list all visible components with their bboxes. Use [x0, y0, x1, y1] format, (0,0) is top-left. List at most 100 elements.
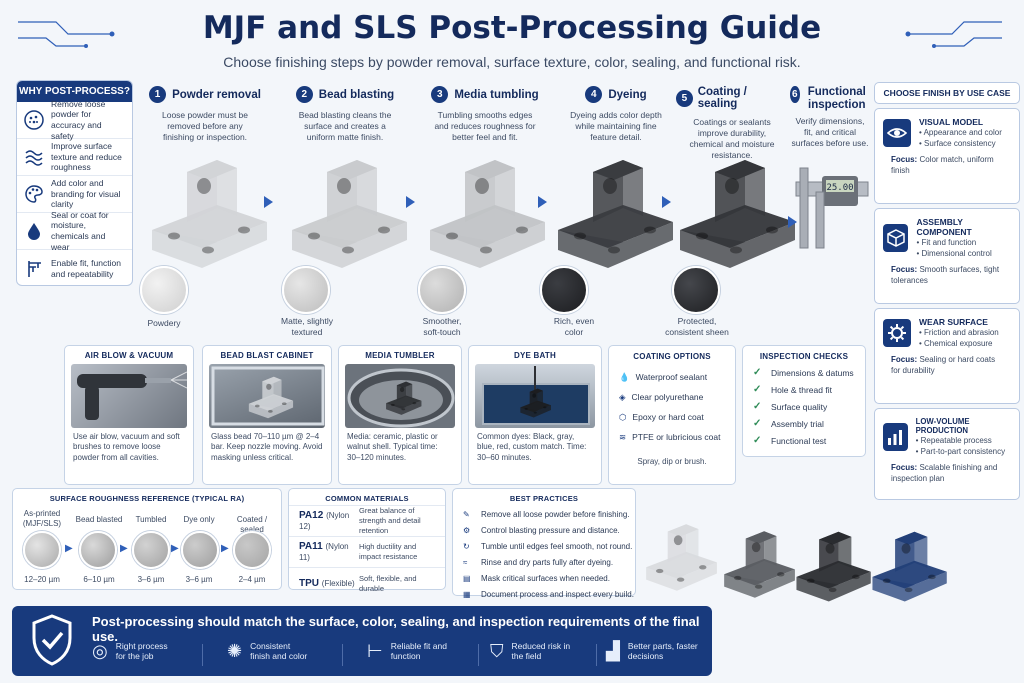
use-case-bullet: • Fit and function [916, 238, 977, 247]
step-media-tumbling: 3 Media tumbling Tumbling smooths edges … [420, 86, 550, 143]
why-item: Improve surface texture and reduce rough… [17, 139, 132, 176]
part-black [790, 512, 874, 616]
inspection-check: ✓Surface quality [753, 401, 828, 412]
coating-option: ⬡Epoxy or hard coat [619, 411, 704, 423]
use-case-bullet: • Friction and abrasion [919, 328, 999, 337]
brush-icon: ✎ [463, 509, 470, 519]
roughness-label: Dye only [183, 515, 215, 524]
card-media-tumbler: MEDIA TUMBLER Media: ceramic, plastic or… [338, 345, 462, 485]
part-as-printed [142, 150, 272, 270]
check-icon: ✓ [753, 367, 762, 378]
why-item-text: Remove loose powder for accuracy and saf… [51, 98, 106, 141]
roughness-title: SURFACE ROUGHNESS REFERENCE (TYPICAL RA) [49, 494, 245, 503]
growth-chart-icon: ▟ [606, 641, 620, 661]
swatch-dyed [540, 266, 588, 314]
why-item: Enable fit, function and repeatability [17, 250, 132, 287]
arrow-right-icon [538, 196, 547, 208]
roughness-label: Coated / sealed [236, 515, 268, 534]
arrow-right-icon [264, 196, 273, 208]
step-coating-sealing: 5 Coating / sealing Coatings or sealants… [676, 86, 788, 161]
card-title: INSPECTION CHECKS [759, 352, 849, 361]
why-post-process-panel: WHY POST-PROCESS? Remove loose powder fo… [16, 80, 133, 286]
tumbler-image [345, 364, 455, 428]
palette-icon: ✺ [227, 641, 243, 661]
check-icon: ✓ [753, 401, 762, 412]
droplet-icon [23, 220, 45, 242]
why-item-text: Add color and branding for visual clarit… [51, 178, 121, 210]
use-case-focus: Focus: Sealing or hard coats for durabil… [891, 355, 996, 376]
step-title: Media tumbling [454, 88, 539, 101]
eye-icon [883, 119, 911, 148]
card-inspection-checks: INSPECTION CHECKS ✓Dimensions & datums ✓… [742, 345, 866, 457]
use-case-visual-model: VISUAL MODEL • Appearance and color • Su… [874, 108, 1020, 204]
step-title: Functional inspection [807, 86, 866, 111]
step-title: Bead blasting [318, 88, 395, 101]
layers-icon: ◈ [619, 391, 626, 402]
roughness-reference-panel: SURFACE ROUGHNESS REFERENCE (TYPICAL RA)… [12, 488, 282, 590]
step-description: Dyeing adds color depth while maintainin… [570, 110, 662, 143]
arrow-right-icon: ▶ [120, 543, 128, 554]
why-panel-title: WHY POST-PROCESS? [17, 81, 132, 102]
swatch-label: Smoother, soft-touch [422, 316, 462, 337]
step-functional-inspection: 6 Functional inspection Verify dimension… [790, 86, 870, 149]
caliper-icon: 25.00 [795, 167, 869, 249]
card-title: COATING OPTIONS [633, 352, 711, 361]
part-raw-white [640, 510, 720, 600]
card-text: Media: ceramic, plastic or walnut shell.… [347, 432, 438, 462]
roughness-value: 2–4 µm [238, 575, 266, 584]
arrow-right-icon [788, 216, 797, 228]
why-item-text: Improve surface texture and reduce rough… [51, 141, 122, 173]
coating-option: 💧Waterproof sealant [619, 371, 708, 383]
roughness-swatch [79, 531, 117, 569]
clipboard-icon: ▦ [463, 589, 471, 599]
card-dye-bath: DYE BATH Common dyes: Black, gray, blue,… [468, 345, 602, 485]
swatch-label: Powdery [147, 318, 181, 328]
use-case-focus: Focus: Color match, uniform finish [891, 155, 994, 176]
why-item-text: Seal or coat for moisture, chemicals and… [51, 209, 109, 252]
material-description: High ductility and impact resistance [359, 542, 418, 561]
common-materials-panel: COMMON MATERIALS PA12 (Nylon 12) Great b… [288, 488, 446, 593]
use-case-title: ASSEMBLY COMPONENT [916, 217, 972, 237]
use-case-focus: Focus: Smooth surfaces, tight tolerances [891, 265, 1000, 286]
inspection-check: ✓Dimensions & datums [753, 367, 854, 378]
material-description: Great balance of strength and detail ret… [359, 506, 421, 535]
best-practice-item: ✎Remove all loose powder before finishin… [463, 509, 630, 519]
best-practice-item: ▦Document process and inspect every buil… [463, 589, 634, 599]
step-title: Coating / sealing [697, 86, 747, 110]
summary-banner: Post-processing should match the surface… [12, 606, 712, 676]
use-case-title: VISUAL MODEL [919, 117, 984, 127]
best-practice-item: ≈Rinse and dry parts fully after dyeing. [463, 557, 614, 567]
inspection-check: ✓Functional test [753, 435, 827, 446]
roughness-swatch [181, 531, 219, 569]
check-icon: ✓ [753, 384, 762, 395]
arrow-right-icon: ▶ [221, 543, 229, 554]
air-gun-image [71, 364, 187, 428]
step-dyeing: 4 Dyeing Dyeing adds color depth while m… [558, 86, 674, 143]
page-title: MJF and SLS Post-Processing Guide [202, 10, 822, 46]
card-text: Glass bead 70–110 µm @ 2–4 bar. Keep noz… [211, 432, 323, 462]
use-case-header: CHOOSE FINISH BY USE CASE [874, 82, 1020, 104]
step-number: 3 [431, 86, 449, 103]
shield-icon: ⬡ [619, 411, 627, 422]
dye-bath-image [475, 364, 595, 428]
part-coated [670, 150, 800, 270]
use-case-low-volume: LOW-VOLUME PRODUCTION • Repeatable proce… [874, 408, 1020, 500]
swatch-label: Matte, slightly textured [281, 316, 333, 337]
part-blue [866, 512, 950, 616]
step-description: Loose powder must be removed before any … [162, 110, 248, 143]
banner-item: ⛉Reduced risk in the field [490, 640, 571, 662]
inspection-check: ✓Hole & thread fit [753, 384, 832, 395]
material-name: PA12 [299, 510, 324, 521]
use-case-bullet: • Chemical exposure [919, 339, 993, 349]
step-title: Dyeing [608, 88, 647, 101]
part-tumbled [420, 150, 550, 270]
arrow-right-icon [662, 196, 671, 208]
rotate-icon: ↻ [463, 541, 470, 551]
powder-icon [23, 109, 45, 131]
circuit-decoration-right [904, 14, 1004, 48]
roughness-swatch [233, 531, 271, 569]
part-bead-blasted [282, 150, 412, 270]
roughness-label: Bead blasted [75, 515, 123, 524]
use-case-title: WEAR SURFACE [919, 317, 988, 327]
swatch-coated [672, 266, 720, 314]
